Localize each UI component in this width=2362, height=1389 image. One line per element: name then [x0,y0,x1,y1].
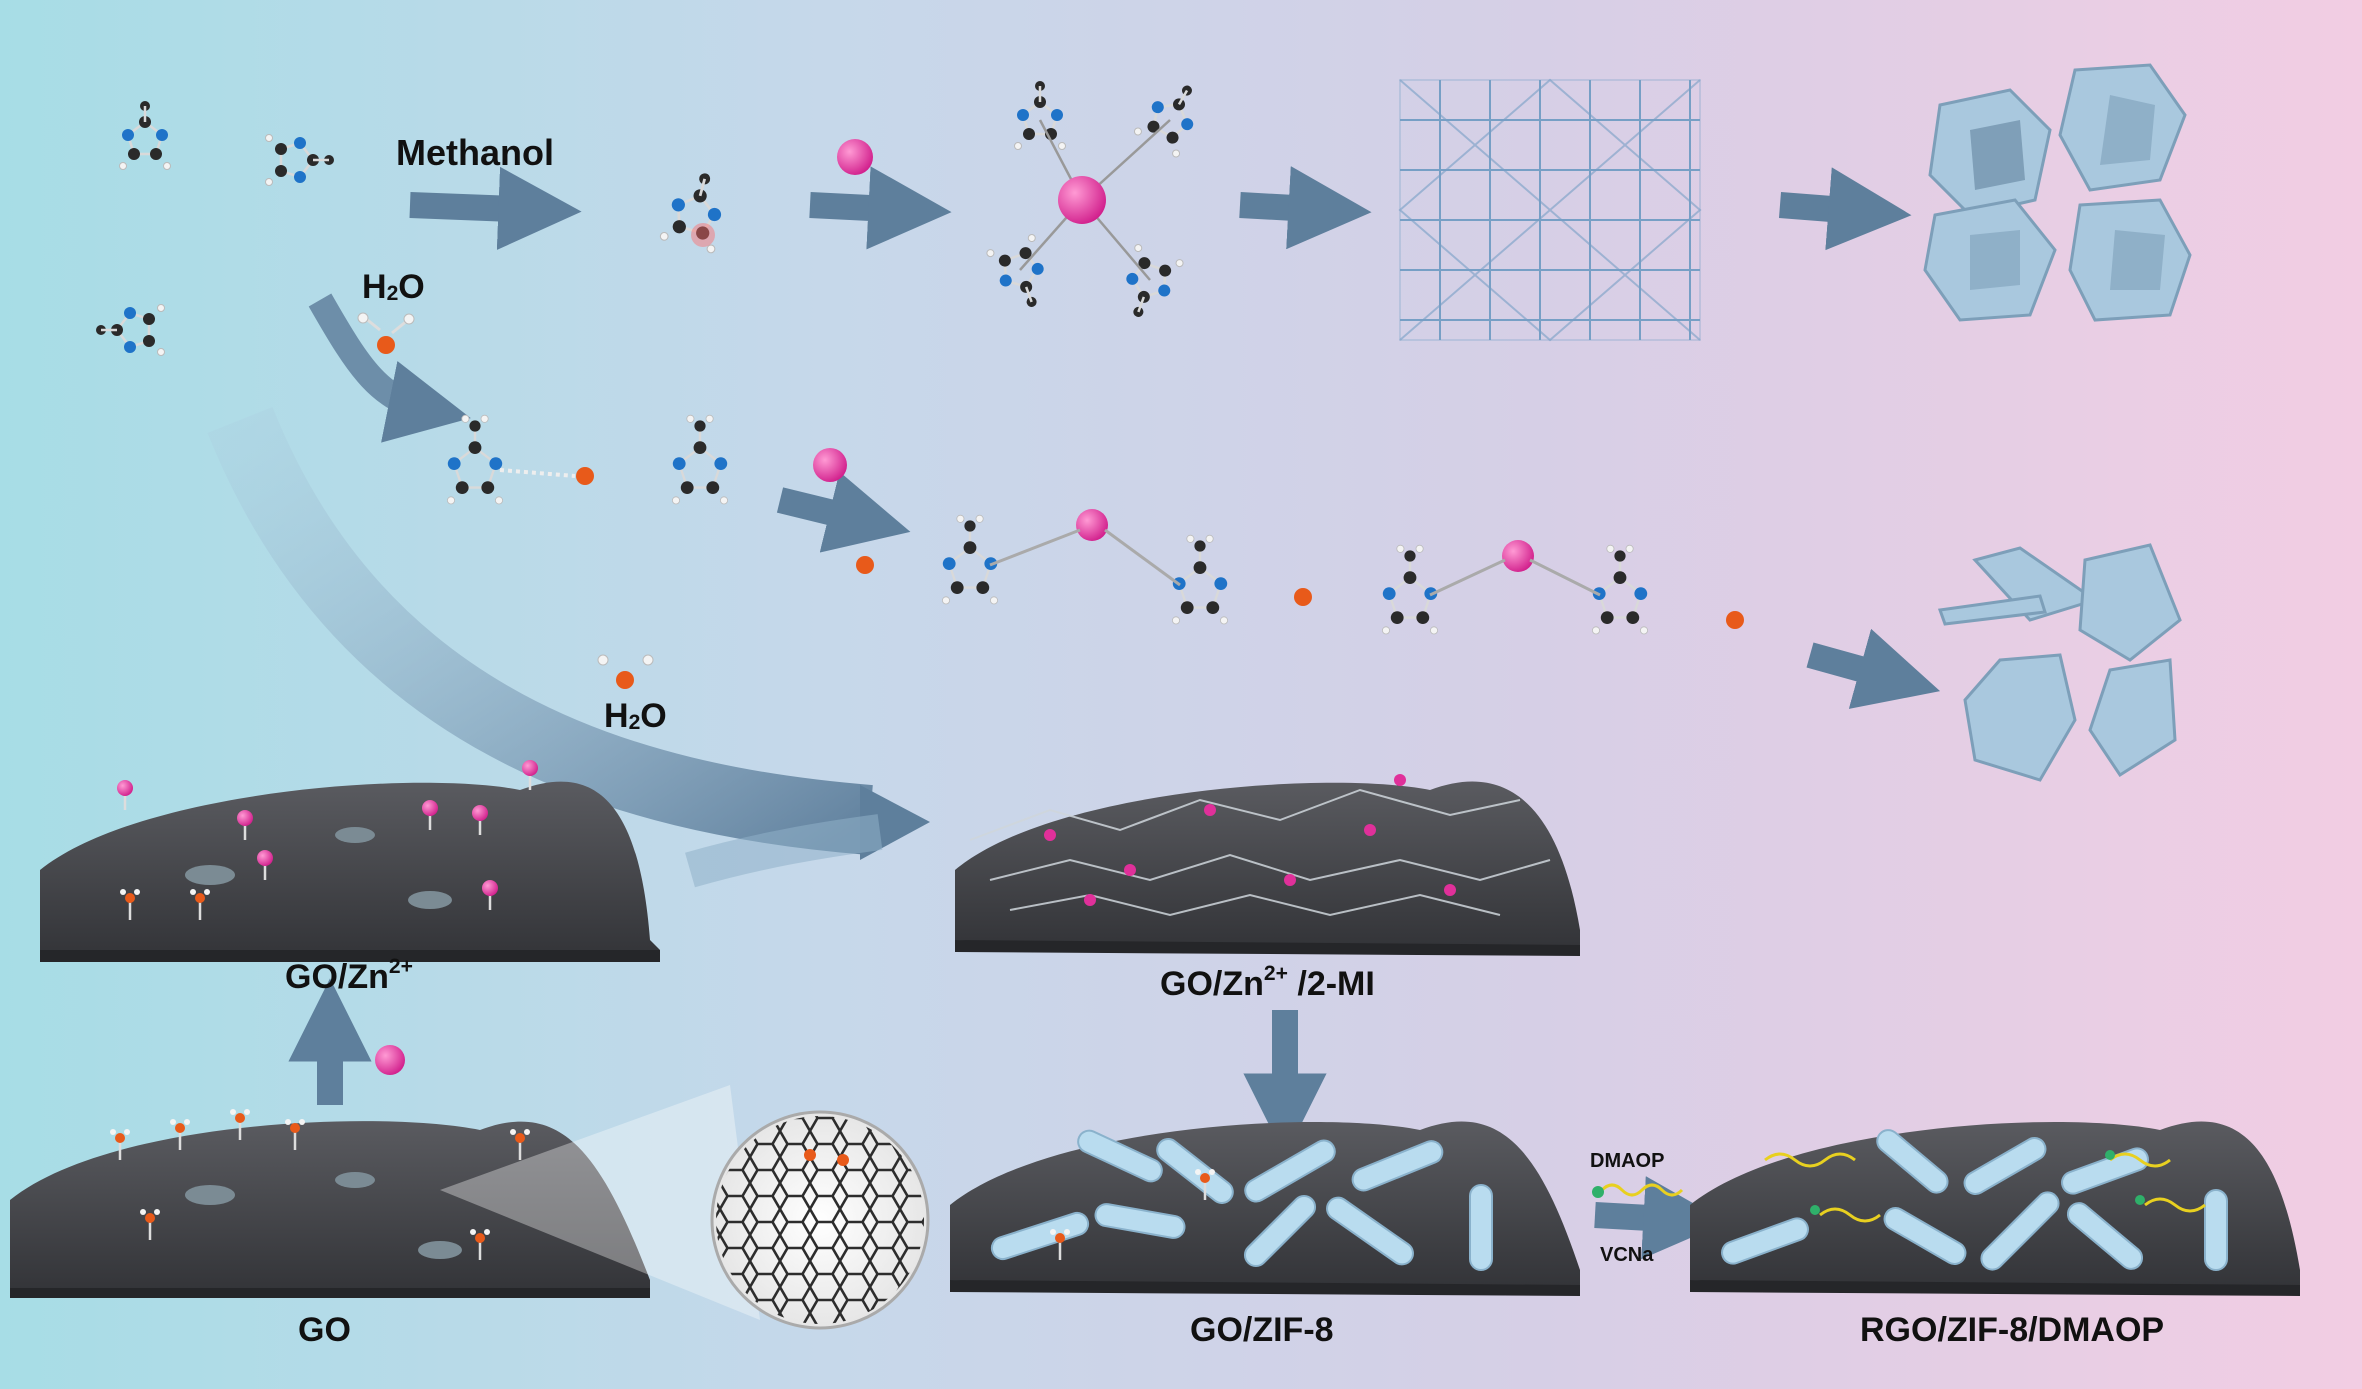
zif8-framework [1398,78,1702,342]
go-zn-mi-label: GO/Zn2+ /2-MI [1160,962,1375,1004]
curved-arrow-water-branch [308,293,471,443]
rgo-zif8-dmaop-label: RGO/ZIF-8/DMAOP [1860,1311,2165,1349]
water-label-mid: H2O [604,697,667,736]
go-zn-sheet [40,758,660,962]
reaction-arrows [288,166,1941,1260]
dmaop-molecule-icon [1592,1183,1684,1198]
go-zn-mi-label-sup: 2+ [1263,962,1288,985]
zif8-platelet-crystals [1937,543,2182,782]
rgo-zif8-dmaop-sheet [1690,1121,2300,1296]
imidazole-monomers [94,99,336,357]
water-label-top: H2O [362,268,425,307]
zinc-ion-top [837,139,873,175]
water-label-top-sub: 2 [386,282,399,306]
go-label: GO [298,1311,351,1349]
go-zif8-sheet [950,1121,1580,1296]
go-sheet [10,1085,760,1320]
water-label-mid-h: H [604,697,629,735]
graphene-zoom-lens [710,1110,930,1330]
zinc-tetrahedral-complex [984,72,1213,327]
go-zn-mi-sheet [955,774,1580,956]
arrow-go-zn-to-go-zn-mi [685,814,883,888]
curved-arrow-to-go-zn-mi [207,406,873,855]
zif8-dodecahedron-crystals [1923,63,2192,322]
water-label-mid-o: O [640,697,667,735]
zinc-ion-mid [813,448,847,482]
go-zif8-label: GO/ZIF-8 [1190,1311,1334,1349]
go-zn-label-main: GO/Zn [285,957,389,996]
water-label-mid-sub: 2 [628,711,641,735]
water-label-top-o: O [398,268,425,306]
vcna-label: VCNa [1600,1244,1654,1266]
go-zn-mi-label-tail: /2-MI [1287,964,1375,1003]
water-molecule-mid [597,654,654,689]
go-zn-mi-label-main: GO/Zn [1160,964,1264,1003]
go-zn-label: GO/Zn2+ [285,955,413,997]
zinc-ion-bottom [375,1045,405,1075]
water-molecule-top [357,312,415,354]
methanol-label: Methanol [396,132,554,173]
water-label-top-h: H [362,268,387,306]
hydrogen-bonded-dimer [446,414,729,506]
dmaop-label: DMAOP [1590,1150,1665,1172]
go-zn-label-sup: 2+ [388,955,413,978]
zinc-imidazolate-chain [856,509,1744,636]
